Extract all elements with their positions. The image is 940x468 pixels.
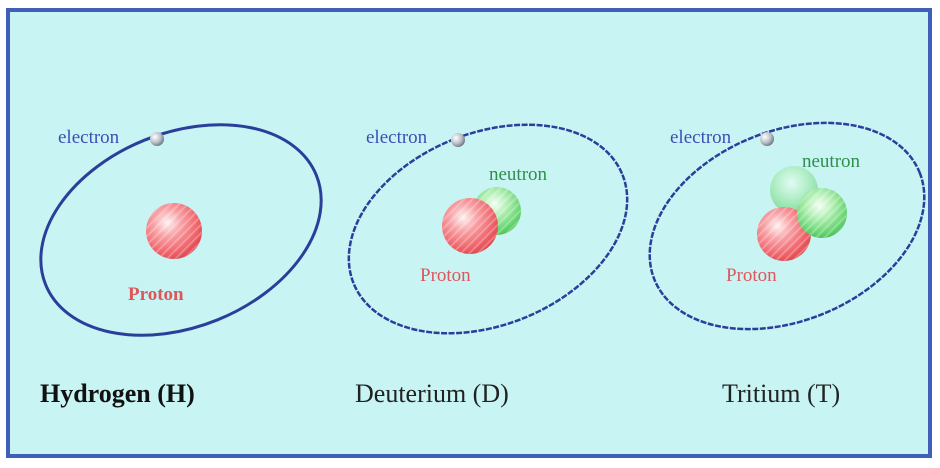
hydrogen-electron-label: electron	[58, 127, 120, 148]
tritium-orbit	[648, 121, 926, 331]
hydrogen-proton-label: Proton	[128, 284, 184, 305]
hydrogen-electron	[150, 132, 164, 146]
deuterium-electron	[451, 133, 465, 147]
tritium-proton-label: Proton	[726, 265, 777, 286]
tritium-atom: electron neutron Proton Tritium (T)	[648, 121, 926, 408]
tritium-title: Tritium (T)	[722, 379, 840, 408]
hydrogen-proton	[146, 203, 202, 259]
deuterium-title: Deuterium (D)	[355, 379, 509, 408]
deuterium-proton	[442, 198, 498, 254]
hydrogen-orbit	[39, 123, 323, 337]
hydrogen-atom: electron Proton Hydrogen (H)	[39, 123, 323, 408]
deuterium-neutron-label: neutron	[489, 164, 548, 185]
hydrogen-title: Hydrogen (H)	[40, 379, 195, 408]
deuterium-atom: electron neutron Proton Deuterium (D)	[347, 123, 629, 408]
tritium-proton	[757, 207, 811, 261]
tritium-electron-label: electron	[670, 127, 732, 148]
tritium-electron	[760, 132, 774, 146]
deuterium-electron-label: electron	[366, 127, 428, 148]
tritium-neutron-label: neutron	[802, 151, 861, 172]
deuterium-proton-label: Proton	[420, 265, 471, 286]
tritium-neutron-front	[797, 188, 847, 238]
